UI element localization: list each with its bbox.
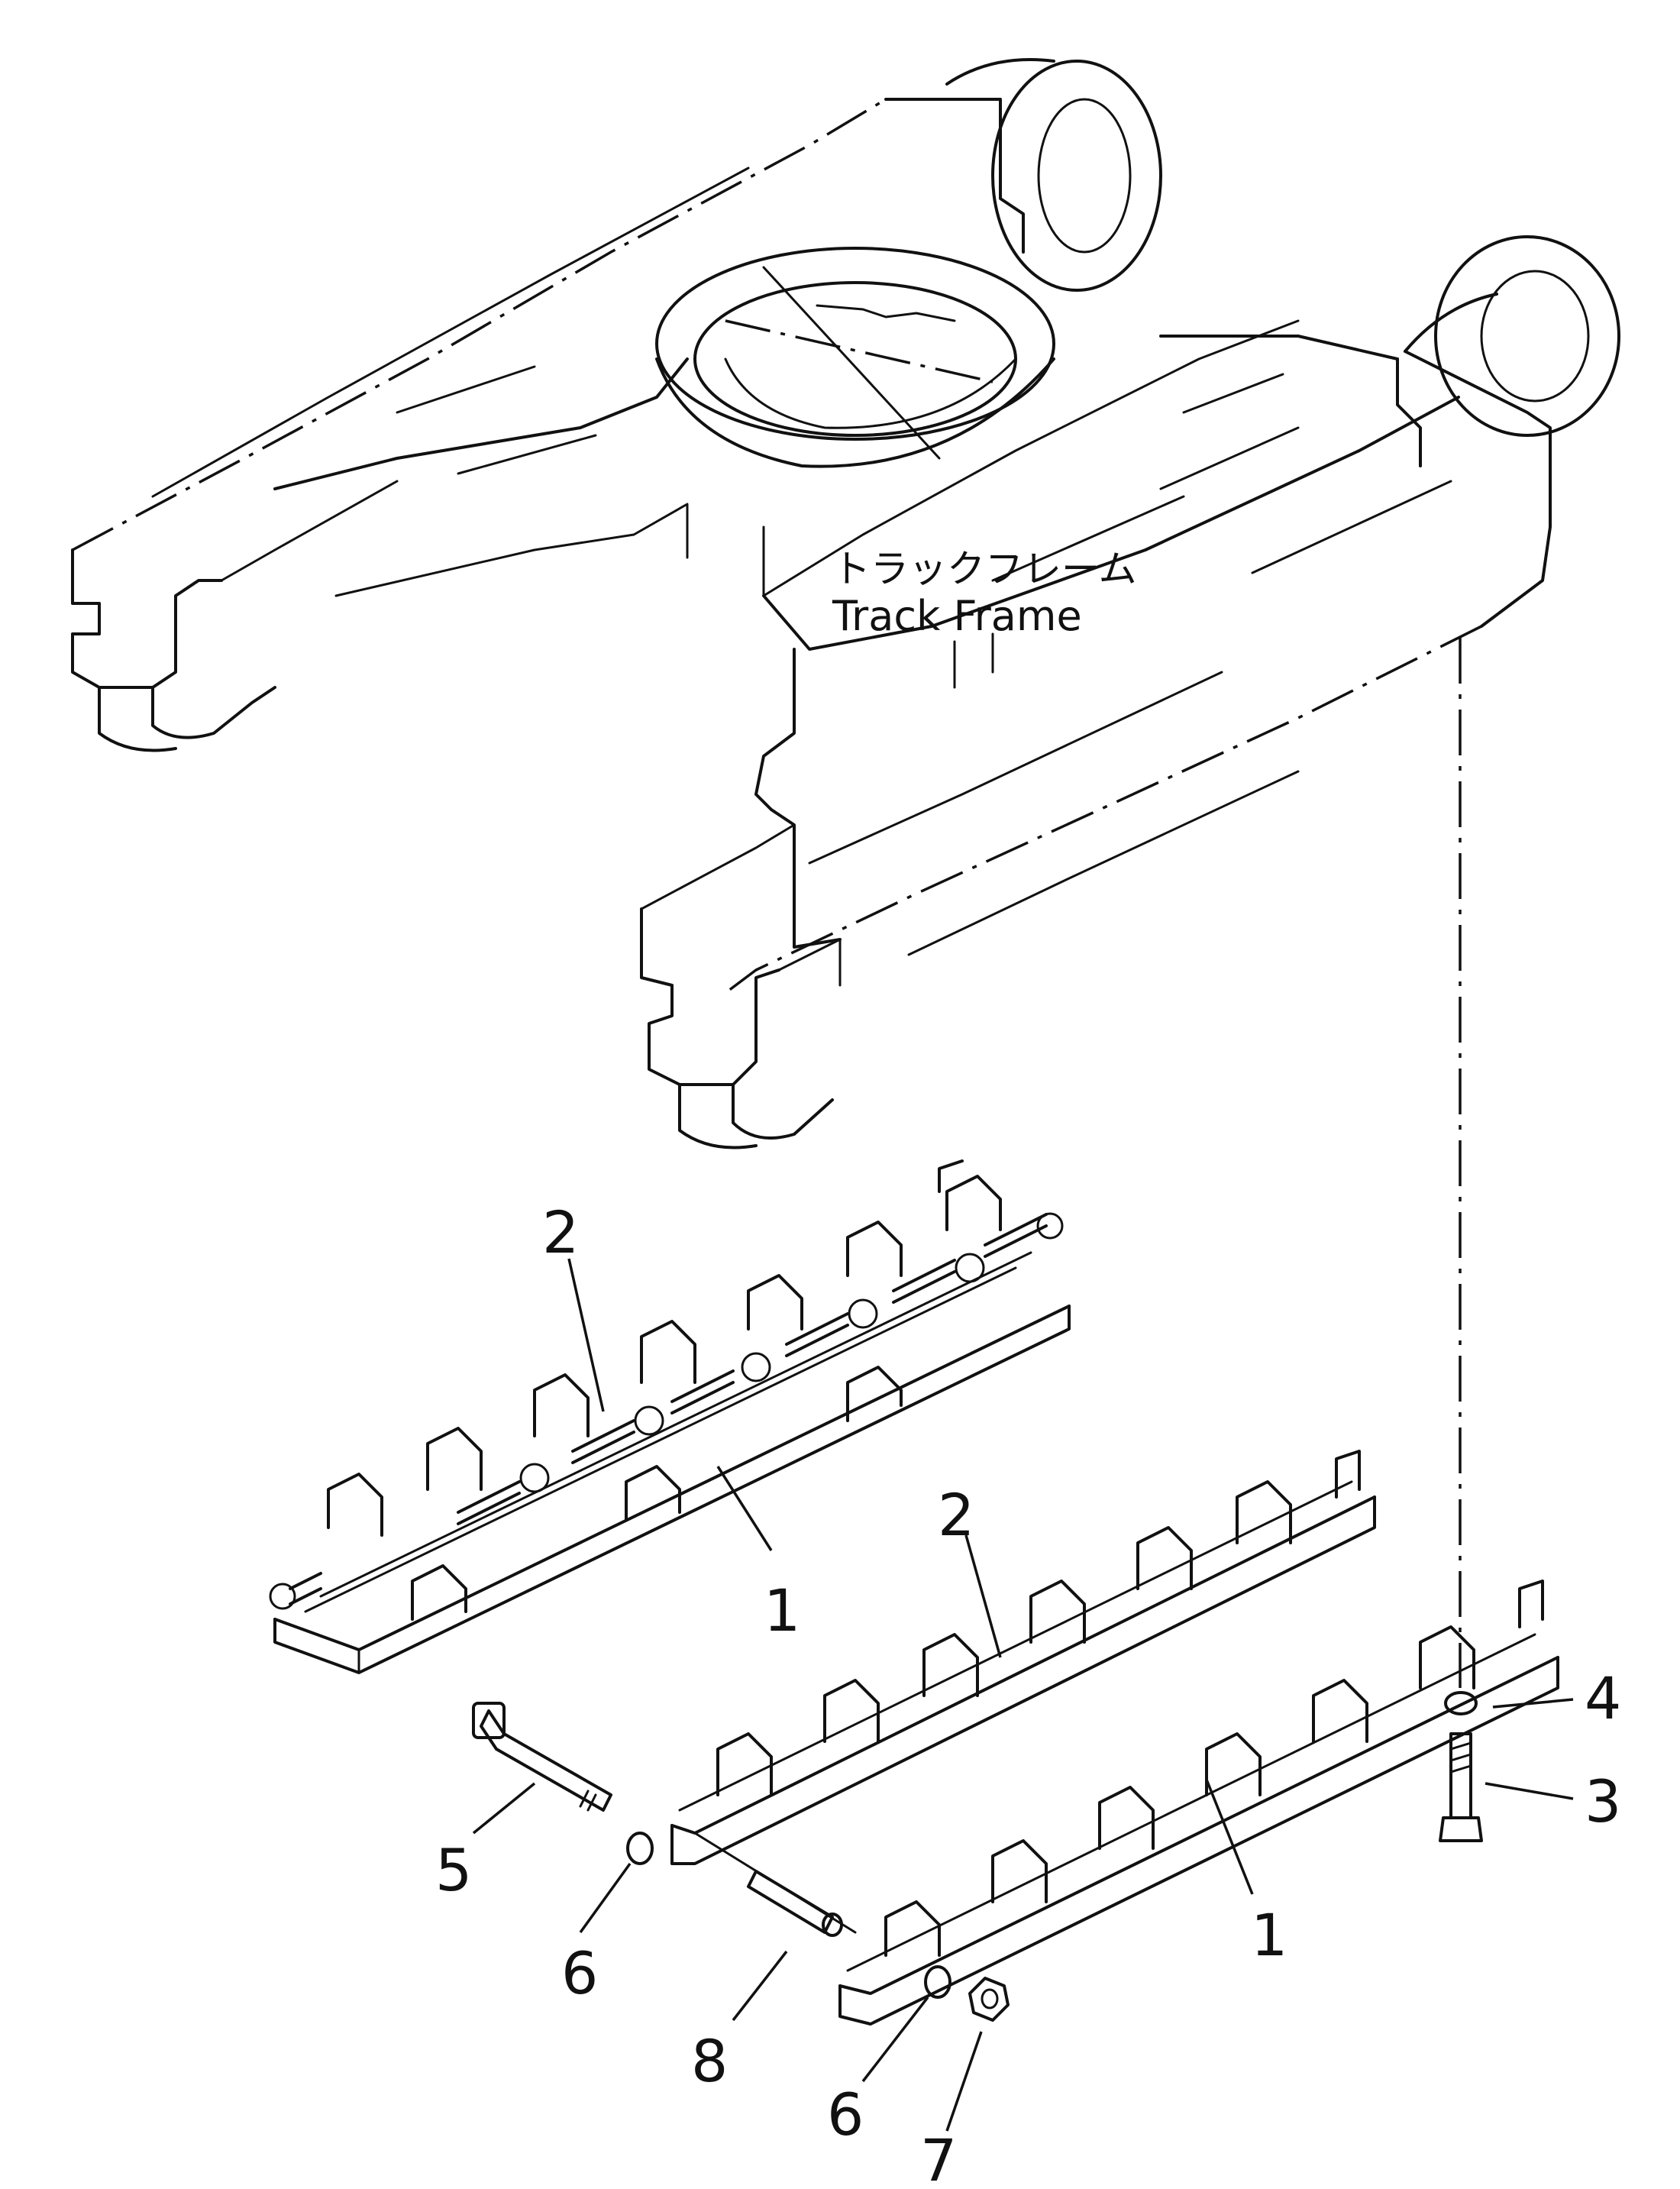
washer-6b-part — [924, 1965, 951, 1999]
bolt-3-part — [1439, 1732, 1483, 1842]
callout-washer-4: 4 — [1585, 1664, 1621, 1732]
lower-guard-frame-1 — [838, 1580, 1559, 2026]
washer-4-part — [1444, 1691, 1478, 1715]
frame-label-japanese: トラックフレーム — [832, 547, 1137, 591]
washer-6a-part — [626, 1832, 654, 1865]
track-frame-drawing — [71, 58, 1620, 1149]
callout-spacer-8: 8 — [691, 2027, 728, 2095]
callout-bolt-5: 5 — [435, 1836, 472, 1904]
callout-upper-guard-frame: 1 — [764, 1576, 800, 1644]
spacer-8-part — [747, 1870, 843, 1937]
bolt-5-part — [472, 1702, 612, 1812]
callout-washer-6b: 6 — [827, 2081, 864, 2149]
lower-guard-plate-2 — [670, 1450, 1376, 1865]
callout-lower-guard-frame: 1 — [1251, 1901, 1287, 1969]
callout-lower-guard-plate: 2 — [938, 1481, 974, 1549]
callout-washer-6a: 6 — [561, 1939, 598, 2007]
callout-upper-guard-plate: 2 — [542, 1198, 579, 1266]
upper-guard-assembly — [269, 1159, 1071, 1674]
callout-nut-7: 7 — [920, 2126, 957, 2185]
callout-bolt-3: 3 — [1585, 1767, 1621, 1835]
frame-label-english: Track Frame — [832, 592, 1082, 640]
nut-7-part — [968, 1977, 1010, 2022]
